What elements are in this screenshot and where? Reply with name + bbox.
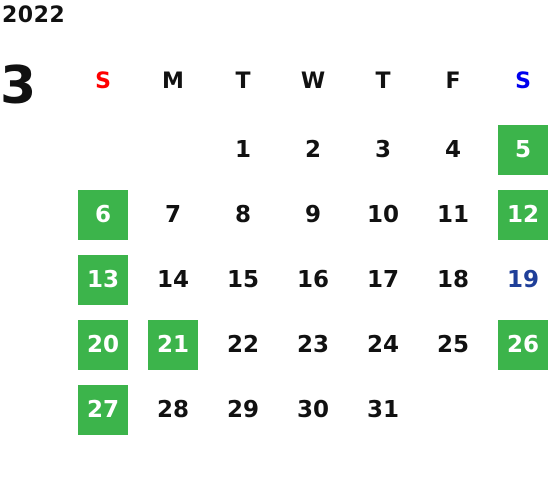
week-row: 27 28 29 30 31	[68, 385, 548, 435]
day-number: 18	[436, 267, 469, 293]
day-cell[interactable]: 12	[498, 190, 548, 240]
weekday-header: T	[218, 56, 268, 106]
day-number: 10	[366, 202, 399, 228]
day-cell[interactable]: 17	[358, 255, 408, 305]
weekday-header-row: S M T W T F S	[68, 56, 548, 106]
weekday-label: T	[375, 68, 391, 94]
day-number: 12	[506, 202, 539, 228]
day-number: 31	[366, 397, 399, 423]
week-row: 1 2 3 4 5	[68, 125, 548, 175]
day-number: 16	[296, 267, 329, 293]
day-cell[interactable]: 6	[78, 190, 128, 240]
day-number: 11	[436, 202, 469, 228]
day-cell[interactable]: 10	[358, 190, 408, 240]
day-cell[interactable]: 31	[358, 385, 408, 435]
day-cell[interactable]: 16	[288, 255, 338, 305]
day-number: 21	[156, 332, 189, 358]
day-number: 14	[156, 267, 189, 293]
weekday-label: W	[300, 68, 326, 94]
day-number: 30	[296, 397, 329, 423]
day-number: 3	[374, 137, 391, 163]
day-number: 2	[304, 137, 321, 163]
day-number: 15	[226, 267, 259, 293]
day-cell[interactable]: 18	[428, 255, 478, 305]
weekday-header: W	[288, 56, 338, 106]
day-number: 19	[506, 267, 539, 293]
empty-day-cell	[428, 385, 478, 435]
day-cell[interactable]: 19	[498, 255, 548, 305]
day-cell[interactable]: 1	[218, 125, 268, 175]
day-cell[interactable]: 22	[218, 320, 268, 370]
day-cell[interactable]: 29	[218, 385, 268, 435]
day-number: 5	[514, 137, 531, 163]
day-cell[interactable]: 14	[148, 255, 198, 305]
day-number: 20	[86, 332, 119, 358]
day-number: 7	[164, 202, 181, 228]
day-cell[interactable]: 7	[148, 190, 198, 240]
day-number: 29	[226, 397, 259, 423]
day-cell[interactable]: 4	[428, 125, 478, 175]
day-number: 27	[86, 397, 119, 423]
weekday-header: M	[148, 56, 198, 106]
day-cell[interactable]: 21	[148, 320, 198, 370]
day-cell[interactable]: 20	[78, 320, 128, 370]
day-cell[interactable]: 28	[148, 385, 198, 435]
year-label: 2022	[2, 3, 66, 28]
day-number: 24	[366, 332, 399, 358]
week-row: 20 21 22 23 24 25 26	[68, 320, 548, 370]
empty-day-cell	[498, 385, 548, 435]
day-cell[interactable]: 3	[358, 125, 408, 175]
day-cell[interactable]: 26	[498, 320, 548, 370]
day-cell[interactable]: 11	[428, 190, 478, 240]
day-number: 22	[226, 332, 259, 358]
weekday-label: T	[235, 68, 251, 94]
day-number: 4	[444, 137, 461, 163]
day-cell[interactable]: 15	[218, 255, 268, 305]
day-number: 9	[304, 202, 321, 228]
day-cell[interactable]: 24	[358, 320, 408, 370]
weekday-header: F	[428, 56, 478, 106]
day-number: 8	[234, 202, 251, 228]
day-cell[interactable]: 25	[428, 320, 478, 370]
weekday-label: S	[95, 68, 111, 94]
day-number: 6	[94, 202, 111, 228]
weekday-label: S	[515, 68, 531, 94]
day-number: 28	[156, 397, 189, 423]
weekday-header: S	[78, 56, 128, 106]
day-cell[interactable]: 23	[288, 320, 338, 370]
empty-day-cell	[78, 125, 128, 175]
day-number: 1	[234, 137, 251, 163]
day-cell[interactable]: 13	[78, 255, 128, 305]
day-cell[interactable]: 30	[288, 385, 338, 435]
day-cell[interactable]: 5	[498, 125, 548, 175]
weekday-label: M	[162, 68, 184, 94]
month-label: 3	[0, 56, 37, 116]
day-number: 25	[436, 332, 469, 358]
weekday-label: F	[445, 68, 461, 94]
day-cell[interactable]: 2	[288, 125, 338, 175]
day-cell[interactable]: 27	[78, 385, 128, 435]
day-number: 17	[366, 267, 399, 293]
day-number: 23	[296, 332, 329, 358]
weekday-header: T	[358, 56, 408, 106]
empty-day-cell	[148, 125, 198, 175]
week-row: 13 14 15 16 17 18 19	[68, 255, 548, 305]
day-cell[interactable]: 9	[288, 190, 338, 240]
weekday-header: S	[498, 56, 548, 106]
day-number: 13	[86, 267, 119, 293]
day-number: 26	[506, 332, 539, 358]
week-row: 6 7 8 9 10 11 12	[68, 190, 548, 240]
day-cell[interactable]: 8	[218, 190, 268, 240]
